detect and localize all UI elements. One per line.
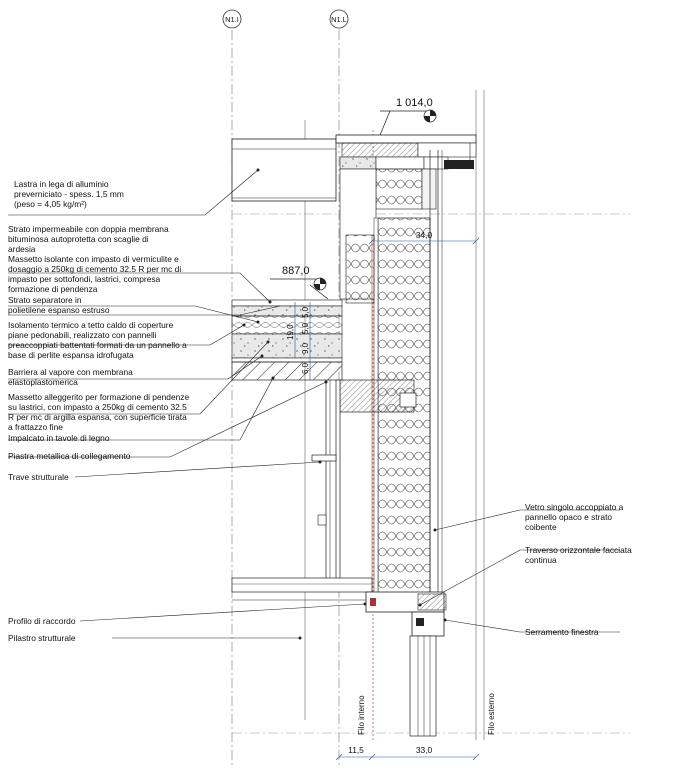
- axis-bubble-right: [329, 9, 349, 29]
- leader-lines-left: [8, 169, 366, 639]
- dim-top-label: 34,0: [416, 230, 433, 240]
- dimension-vertical: [294, 302, 311, 380]
- label-light-screed-1: Massetto alleggerito per formazione di p…: [8, 392, 189, 402]
- dim-v-b: 5,0: [301, 322, 310, 334]
- label-separator-1: Strato separatore in: [8, 295, 82, 305]
- label-light-screed-3: R per mc di argilla espansa, con superfi…: [8, 412, 187, 422]
- dimension-top: [368, 237, 480, 245]
- axis-bubble-left: [222, 9, 242, 29]
- svg-text:Strato impermeabile con doppia: Strato impermeabile con doppia membranab…: [8, 224, 169, 254]
- elevation-marker-mid: [270, 277, 329, 300]
- svg-text:Massetto isolante con impasto: Massetto isolante con impasto di vermicu…: [8, 254, 181, 294]
- axis-label-left: N1.I: [225, 15, 239, 24]
- label-transom-2: continua: [525, 555, 557, 565]
- svg-text:Barriera al vapore con membran: Barriera al vapore con membranaelastopla…: [8, 367, 133, 387]
- label-separator-2: polietilene espanso estruso: [8, 305, 110, 315]
- dim-v-total: 19,0: [286, 324, 295, 340]
- label-waterproof-3: ardesia: [8, 244, 36, 254]
- dim-v-a: 5,0: [301, 306, 310, 318]
- elevation-mid-label: 887,0: [282, 265, 310, 277]
- svg-text:Isolamento termico a tetto cal: Isolamento termico a tetto caldo di cope…: [8, 320, 187, 360]
- face-lines: [304, 90, 485, 740]
- dim-bottom-left: 11,5: [348, 745, 364, 755]
- label-alu-plate-1: Lastra in lega di alluminio: [14, 179, 109, 189]
- label-vapour-2: elastoplastomerica: [8, 377, 78, 387]
- label-waterproof-1: Strato impermeabile con doppia membrana: [8, 224, 169, 234]
- axis-label-right: N1.L: [331, 15, 347, 24]
- dim-v-c: 9,0: [301, 342, 310, 354]
- label-light-screed-4: a frattazzo fine: [8, 422, 63, 432]
- svg-text:Massetto alleggerito per forma: Massetto alleggerito per formazione di p…: [8, 392, 189, 432]
- dim-bottom-right: 33,0: [416, 745, 433, 755]
- label-alu-plate-2: preverniciato - spess. 1,5 mm: [14, 189, 124, 199]
- dimension-bottom: [335, 753, 480, 761]
- elevation-marker-top: [379, 109, 437, 136]
- leader-dots-left: [242, 168, 367, 640]
- label-screed-1: Massetto isolante con impasto di vermicu…: [8, 254, 179, 264]
- leader-lines-right: [419, 509, 620, 633]
- label-insulation-2: piane pedonabili, realizzato con pannell…: [8, 330, 157, 340]
- label-profile: Profilo di raccordo: [8, 616, 76, 626]
- label-alu-plate-3: (peso = 4,05 kg/m²): [14, 199, 87, 209]
- label-screed-3: impasto per sottofondi, lastrici, compre…: [8, 274, 161, 284]
- label-glass-2: pannello opaco e strato: [525, 512, 612, 522]
- beam-connection: [231, 379, 417, 601]
- label-screed-2: dosaggio a 250kg di cemento 32.5 R per m…: [8, 264, 181, 274]
- label-window: Serramento finestra: [525, 627, 599, 637]
- label-glass-3: coibente: [525, 522, 557, 532]
- label-insulation-4: base di perlite espansa idrofugata: [8, 350, 134, 360]
- label-insulation-3: preaccoppiati battentati formati da un p…: [8, 340, 187, 350]
- dim-v-d: 6,0: [301, 362, 310, 374]
- label-glass-1: Vetro singolo accoppiato a: [525, 502, 624, 512]
- window-frame: [365, 591, 447, 737]
- label-timber-deck: Impalcato in tavole di legno: [8, 433, 110, 443]
- label-waterproof-2: bituminosa autoprotetta con scaglie di: [8, 234, 149, 244]
- label-beam: Trave strutturale: [8, 472, 69, 482]
- label-column: Pilastro strutturale: [8, 633, 76, 643]
- leader-dots-right: [418, 528, 447, 622]
- label-light-screed-2: su lastrici, con impasto a 250kg di ceme…: [8, 402, 187, 412]
- label-steel-plate: Piastra metallica di collegamento: [8, 451, 131, 461]
- label-vapour-1: Barriera al vapore con membrana: [8, 367, 133, 377]
- label-transom-1: Traverso orizzontale facciata: [525, 545, 632, 555]
- label-screed-4: formazione di pendenza: [8, 284, 98, 294]
- label-insulation-1: Isolamento termico a tetto caldo di cope…: [8, 320, 174, 330]
- roof-layers: [231, 299, 343, 381]
- label-filo-esterno: Filo esterno: [487, 693, 496, 735]
- label-filo-interno: Filo interno: [357, 695, 366, 735]
- elevation-top-label: 1 014,0: [396, 97, 433, 109]
